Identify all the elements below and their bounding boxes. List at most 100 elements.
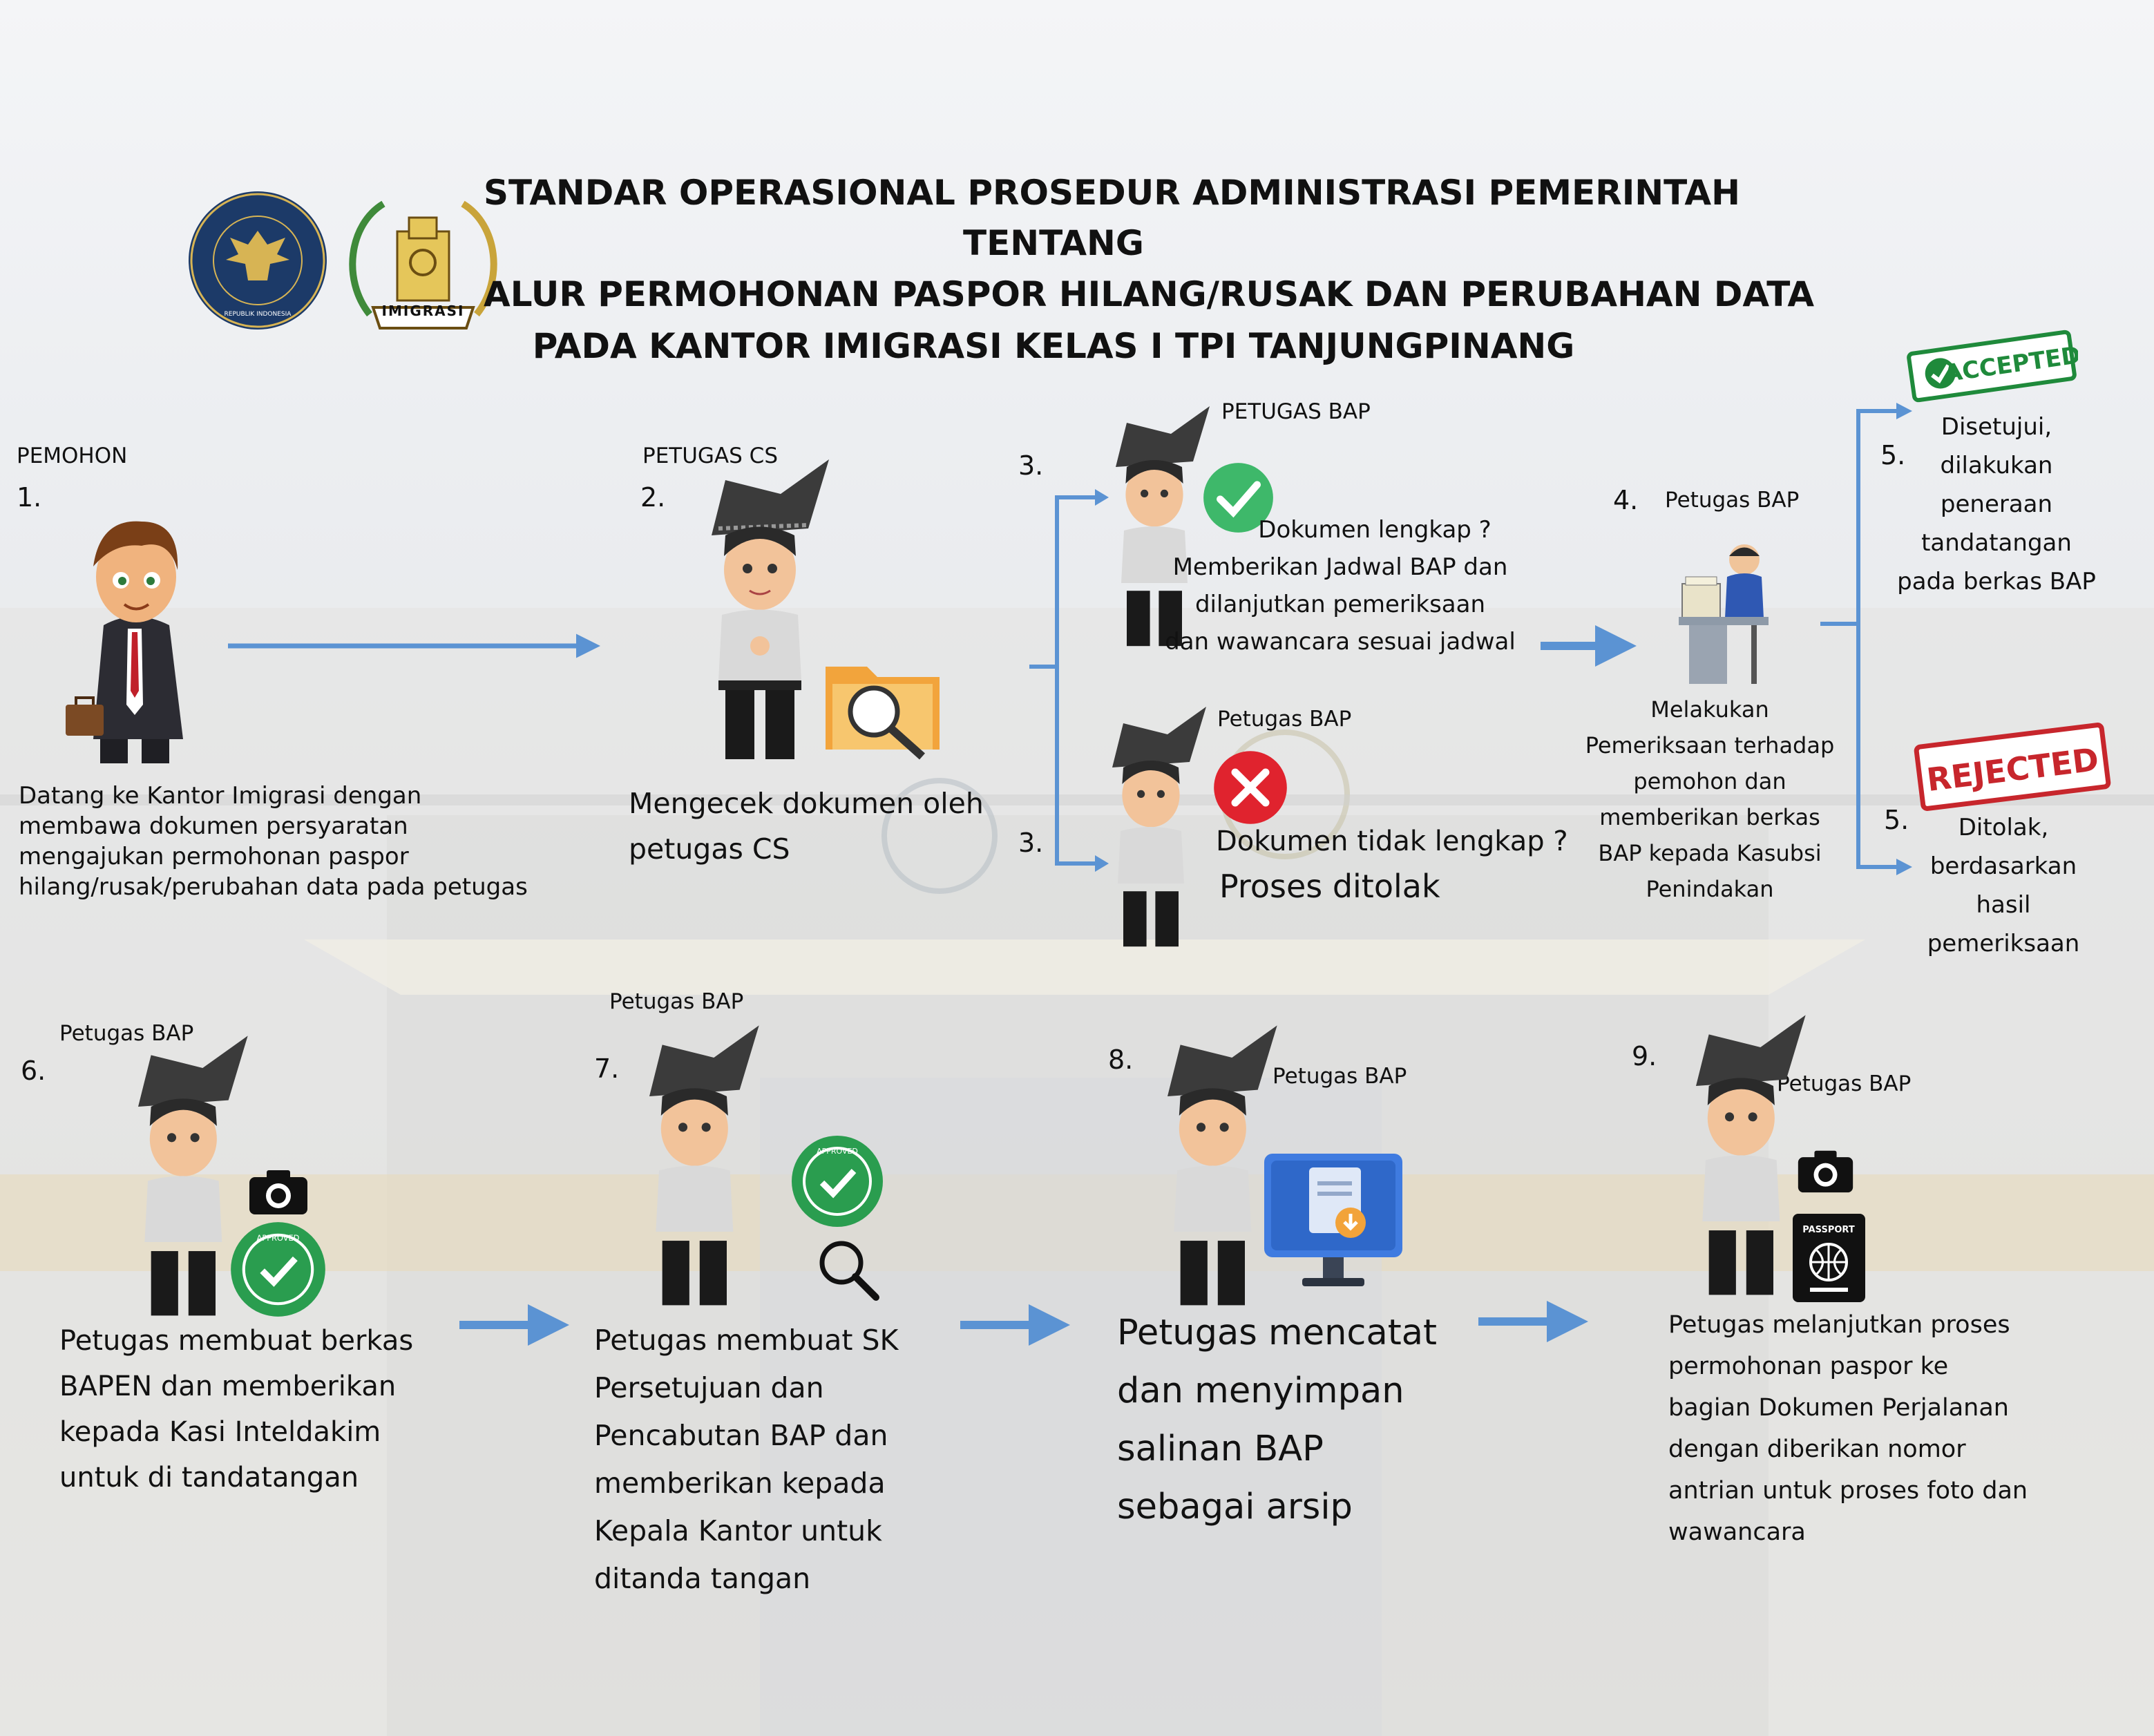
step-4-line-3: pemohon dan <box>1633 768 1786 794</box>
kemenimipas-logo: REPUBLIK INDONESIA <box>189 191 327 330</box>
step-4-line-6: Penindakan <box>1646 876 1774 902</box>
title-line-3: ALUR PERMOHONAN PASPOR HILANG/RUSAK DAN … <box>484 274 1815 314</box>
accepted-stamp: ACCEPTED <box>1907 330 2078 403</box>
step-8-line-1: Petugas mencatat <box>1117 1313 1437 1353</box>
monitor-download-icon <box>1264 1154 1402 1286</box>
step-3a-number: 3. <box>1018 450 1044 481</box>
approved-badge-icon: APPROVED <box>231 1222 325 1317</box>
step-3b-role: Petugas BAP <box>1217 707 1352 732</box>
step-8-line-4: sebagai arsip <box>1117 1487 1353 1527</box>
step-2-description: Mengecek dokumen oleh petugas CS <box>629 787 984 866</box>
step-9-line-5: antrian untuk proses foto dan <box>1668 1477 2028 1505</box>
step-4-line-5: BAP kepada Kasubsi <box>1598 840 1822 866</box>
step-4-number: 4. <box>1613 485 1639 515</box>
camera-icon <box>249 1170 307 1214</box>
step-7-line-4: memberikan kepada <box>594 1467 886 1500</box>
step-5a-line-5: pada berkas BAP <box>1897 568 2096 595</box>
branch-2-3 <box>1029 495 1095 866</box>
step-8-role: Petugas BAP <box>1273 1064 1407 1089</box>
arrowhead-branch-3-bottom <box>1095 855 1109 872</box>
step-3a-role: PETUGAS BAP <box>1221 399 1371 424</box>
step-7-role: Petugas BAP <box>609 989 744 1014</box>
rejected-stamp: REJECTED <box>1914 723 2111 811</box>
title-line-1: STANDAR OPERASIONAL PROSEDUR ADMINISTRAS… <box>484 173 1740 213</box>
step-7-number: 7. <box>594 1053 620 1084</box>
applicant-figure <box>66 521 183 763</box>
imigrasi-logo <box>349 200 497 330</box>
step-9-line-3: bagian Dokumen Perjalanan <box>1668 1394 2009 1422</box>
approved-badge-label-7: APPROVED <box>817 1147 858 1156</box>
bap-officer-figure-7 <box>649 1025 759 1306</box>
step-8-line-2: dan menyimpan <box>1117 1371 1404 1411</box>
step-2-number: 2. <box>640 482 666 513</box>
approved-badge-icon: APPROVED <box>792 1136 883 1227</box>
step-3a-line-1: Dokumen lengkap ? <box>1258 516 1491 544</box>
step-5b-line-2: berdasarkan <box>1929 852 2077 880</box>
bap-officer-figure-9 <box>1696 1015 1806 1295</box>
passport-icon: PASSPORT <box>1793 1214 1865 1302</box>
step-9-line-6: wawancara <box>1668 1518 1806 1546</box>
folder-search-icon <box>826 667 940 760</box>
step-4-line-1: Melakukan <box>1650 696 1769 723</box>
title-line-2: TENTANG <box>963 223 1144 263</box>
step-3a-line-2: Memberikan Jadwal BAP dan <box>1172 553 1508 581</box>
step-7-line-5: Kepala Kantor untuk <box>594 1514 882 1547</box>
step-5a-line-4: tandatangan <box>1921 529 2072 557</box>
step-7-line-3: Pencabutan BAP dan <box>594 1419 888 1452</box>
step-8-line-3: salinan BAP <box>1117 1429 1324 1469</box>
arrowhead-branch-3-top <box>1095 489 1109 506</box>
step-5b-line-1: Ditolak, <box>1958 814 2049 841</box>
desk-worker-icon <box>1679 544 1769 684</box>
step-4-line-4: memberikan berkas <box>1599 804 1820 830</box>
step-6-role: Petugas BAP <box>59 1021 194 1046</box>
cross-icon <box>1214 751 1287 824</box>
step-3a-line-3: dilanjutkan pemeriksaan <box>1194 591 1486 618</box>
step-1-description: Datang ke Kantor Imigrasi dengan membawa… <box>19 782 528 901</box>
step-2-role: PETUGAS CS <box>642 443 778 468</box>
step-3b-number: 3. <box>1018 828 1044 858</box>
step-5a-line-2: dilakukan <box>1940 452 2053 479</box>
step-5a-line-3: peneraan <box>1940 490 2053 518</box>
step-6-line-2: BAPEN dan memberikan <box>59 1371 397 1402</box>
step-6-number: 6. <box>21 1056 46 1086</box>
step-5a-number: 5. <box>1880 440 1906 470</box>
step-9-line-2: permohonan paspor ke <box>1668 1353 1949 1380</box>
bap-officer-figure-3b <box>1112 707 1206 947</box>
step-4-role: Petugas BAP <box>1665 488 1800 513</box>
step-9-line-1: Petugas melanjutkan proses <box>1668 1311 2010 1339</box>
step-5b-number: 5. <box>1884 805 1909 835</box>
bap-officer-figure-3a <box>1116 406 1210 647</box>
step-3a-line-4: dan wawancara sesuai jadwal <box>1165 628 1516 656</box>
bap-officer-figure-6 <box>138 1036 248 1316</box>
branch-4-5 <box>1820 409 1896 869</box>
step-5a-line-1: Disetujui, <box>1941 413 2052 441</box>
arrowhead-branch-5-top <box>1896 403 1912 419</box>
step-8-number: 8. <box>1108 1045 1134 1075</box>
step-5b-line-4: pemeriksaan <box>1927 930 2080 957</box>
step-7-line-6: ditanda tangan <box>594 1562 811 1595</box>
title-line-4: PADA KANTOR IMIGRASI KELAS I TPI TANJUNG… <box>532 326 1575 366</box>
check-icon <box>1203 463 1273 533</box>
step-6-line-4: untuk di tandatangan <box>59 1462 359 1494</box>
step-9-role: Petugas BAP <box>1777 1071 1912 1096</box>
step-3b-line-2: Proses ditolak <box>1219 868 1440 905</box>
cs-officer-figure <box>712 459 829 759</box>
magnifier-icon <box>819 1241 879 1301</box>
step-1-number: 1. <box>17 482 42 513</box>
bap-officer-figure-8 <box>1167 1025 1277 1306</box>
camera-icon <box>1798 1150 1853 1193</box>
step-9-number: 9. <box>1632 1041 1657 1071</box>
arrowhead-branch-5-bottom <box>1896 859 1912 875</box>
step-4-line-2: Pemeriksaan terhadap <box>1585 732 1835 759</box>
step-9-line-4: dengan diberikan nomor <box>1668 1435 1966 1463</box>
step-1-role: PEMOHON <box>17 443 128 468</box>
step-7-line-2: Persetujuan dan <box>594 1371 824 1404</box>
step-6-line-3: kepada Kasi Inteldakim <box>59 1416 381 1448</box>
imigrasi-logo-label: IMIGRASI <box>381 303 465 319</box>
svg-text:REPUBLIK INDONESIA: REPUBLIK INDONESIA <box>225 311 292 318</box>
step-5b-line-3: hasil <box>1976 891 2031 919</box>
step-6-line-1: Petugas membuat berkas <box>59 1325 414 1357</box>
passport-label: PASSPORT <box>1802 1225 1855 1235</box>
step-7-line-1: Petugas membuat SK <box>594 1324 899 1357</box>
